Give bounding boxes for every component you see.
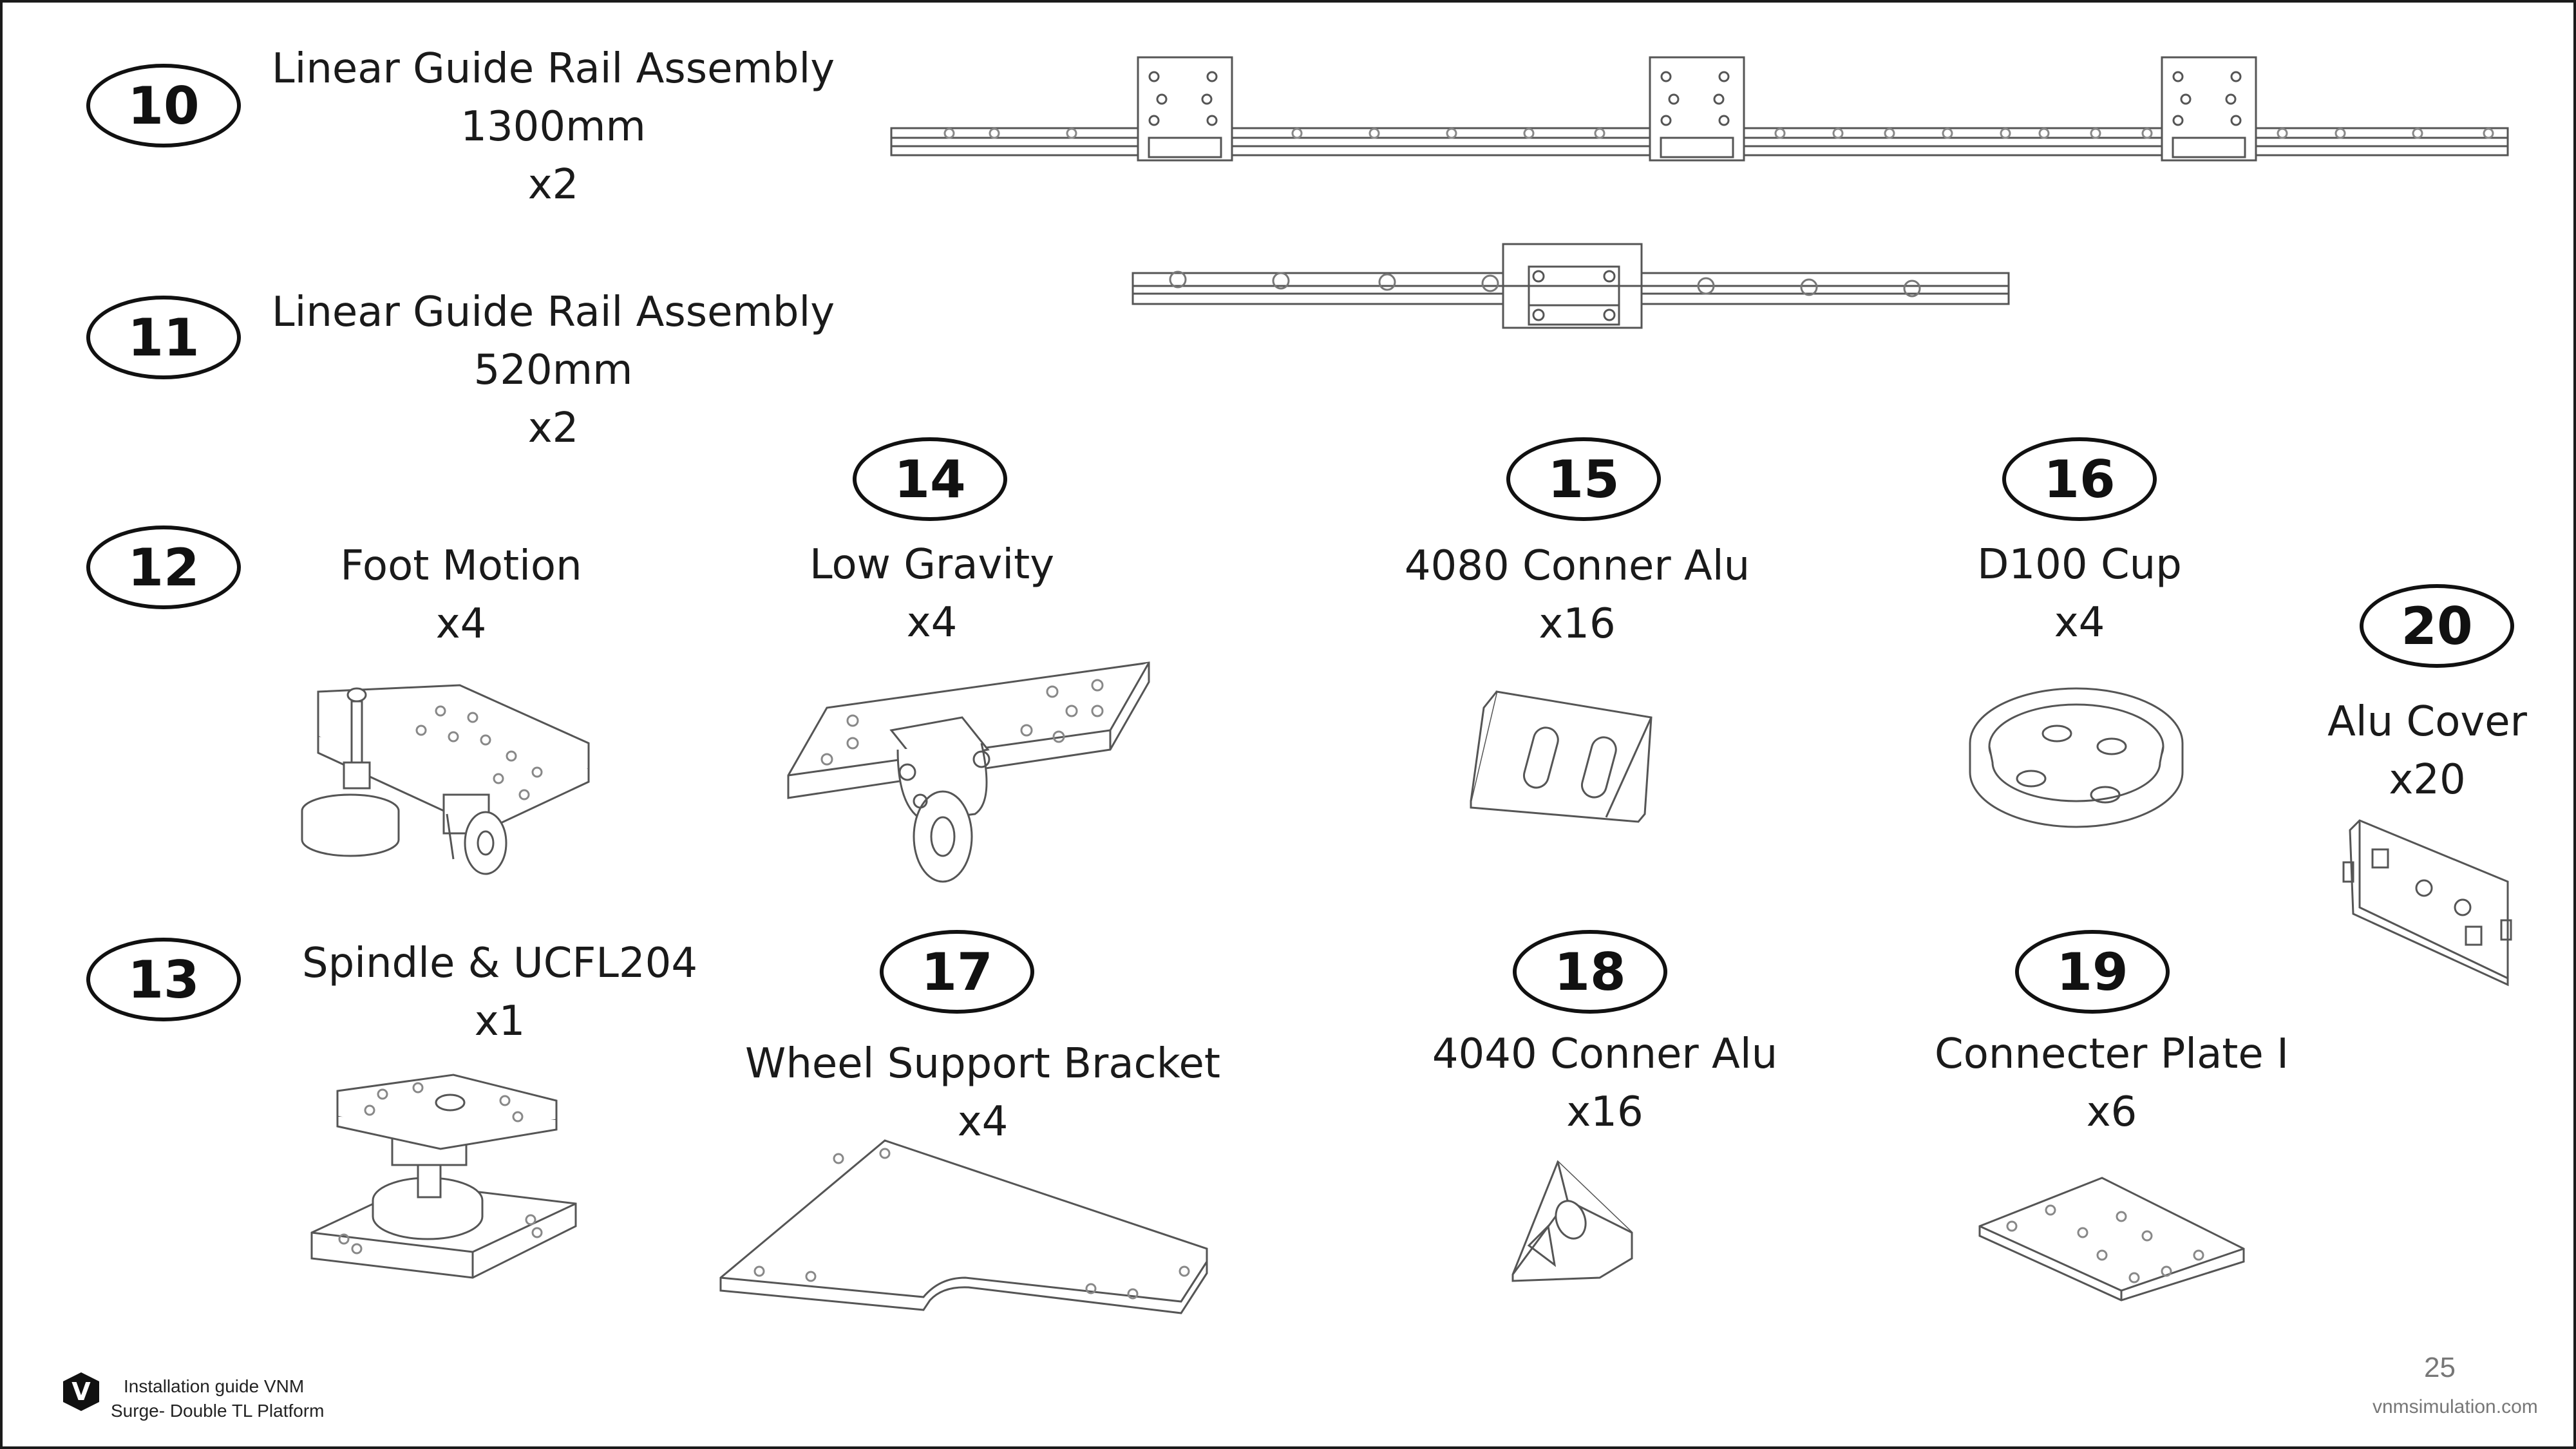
part-14-quantity: x4 [906, 599, 958, 647]
part-17-number: 17 [921, 942, 993, 1002]
part-20-label: Alu Cover x20 [2327, 693, 2527, 809]
part-20-badge: 20 [2360, 584, 2514, 668]
website-url: vnmsimulation.com [2372, 1396, 2538, 1417]
part-10-badge: 10 [86, 64, 241, 147]
linear-rail-520mm-drawing [1132, 243, 2010, 329]
part-17-label: Wheel Support Bracket x4 [745, 1035, 1220, 1151]
part-19-label: Connecter Plate I x6 [1935, 1025, 2289, 1141]
part-17-name: Wheel Support Bracket [745, 1040, 1220, 1088]
part-16-number: 16 [2043, 449, 2116, 509]
part-20-number: 20 [2401, 596, 2473, 656]
linear-rail-1300mm-drawing [890, 56, 2509, 162]
part-13-number: 13 [128, 949, 200, 1010]
part-18-name: 4040 Conner Alu [1432, 1030, 1778, 1078]
part-11-badge: 11 [86, 296, 241, 379]
part-18-number: 18 [1554, 942, 1626, 1002]
part-10-label: Linear Guide Rail Assembly 1300mm x2 [272, 40, 835, 214]
page-number: 25 [2424, 1352, 2456, 1383]
part-15-number: 15 [1548, 449, 1620, 509]
rail-carriage-1 [1137, 56, 1233, 162]
part-20-quantity: x20 [2389, 756, 2466, 804]
corner-alu-4080-drawing [1470, 690, 1653, 823]
part-16-name: D100 Cup [1977, 541, 2182, 589]
part-16-quantity: x4 [2054, 599, 2105, 647]
foot-motion-drawing [301, 684, 590, 875]
rail-carriage-2 [1649, 56, 1745, 162]
part-12-quantity: x4 [435, 600, 487, 648]
part-17-badge: 17 [880, 930, 1034, 1014]
part-15-quantity: x16 [1539, 600, 1616, 648]
part-19-name: Connecter Plate I [1935, 1030, 2289, 1078]
rail-carriage-short [1502, 243, 1643, 329]
part-18-badge: 18 [1513, 930, 1667, 1014]
part-11-quantity: x2 [527, 404, 579, 452]
part-15-badge: 15 [1506, 437, 1661, 521]
part-10-name: Linear Guide Rail Assembly [271, 45, 835, 93]
rail-carriage-3 [2161, 56, 2257, 162]
part-14-number: 14 [894, 449, 966, 509]
part-19-badge: 19 [2015, 930, 2170, 1014]
footer-line-2: Surge- Double TL Platform [111, 1401, 325, 1421]
alu-cover-drawing [2342, 819, 2512, 987]
part-14-badge: 14 [853, 437, 1007, 521]
part-20-name: Alu Cover [2327, 698, 2527, 746]
part-19-quantity: x6 [2086, 1088, 2137, 1136]
low-gravity-drawing [787, 661, 1150, 883]
part-13-badge: 13 [86, 938, 241, 1021]
vnm-logo-icon: V [63, 1372, 99, 1411]
part-19-number: 19 [2056, 942, 2128, 1002]
connecter-plate-drawing [1978, 1177, 2245, 1302]
logo-letter: V [71, 1378, 91, 1406]
part-15-name: 4080 Conner Alu [1404, 542, 1750, 590]
part-11-label: Linear Guide Rail Assembly 520mm x2 [272, 283, 835, 457]
part-11-size: 520mm [473, 346, 633, 394]
part-13-name: Spindle & UCFL204 [301, 940, 698, 987]
part-18-label: 4040 Conner Alu x16 [1432, 1025, 1777, 1141]
part-16-label: D100 Cup x4 [1977, 536, 2182, 652]
part-13-quantity: x1 [474, 998, 526, 1045]
footer-line-1: Installation guide VNM [124, 1376, 305, 1396]
d100-cup-drawing [1969, 687, 2184, 828]
part-12-badge: 12 [86, 526, 241, 609]
wheel-support-bracket-drawing [719, 1139, 1208, 1314]
part-15-label: 4080 Conner Alu x16 [1405, 537, 1750, 653]
part-11-number: 11 [128, 307, 200, 368]
part-14-name: Low Gravity [809, 541, 1055, 589]
part-12-number: 12 [128, 537, 200, 598]
part-17-quantity: x4 [957, 1098, 1009, 1146]
part-10-size: 1300mm [460, 103, 646, 151]
part-14-label: Low Gravity x4 [810, 536, 1054, 652]
part-13-label: Spindle & UCFL204 x1 [302, 934, 697, 1050]
part-16-badge: 16 [2002, 437, 2157, 521]
part-12-label: Foot Motion x4 [340, 537, 582, 653]
part-11-name: Linear Guide Rail Assembly [271, 289, 835, 336]
part-10-quantity: x2 [527, 161, 579, 209]
corner-alu-4040-drawing [1511, 1160, 1633, 1282]
footer-document-title: Installation guide VNM Surge- Double TL … [111, 1374, 325, 1423]
part-18-quantity: x16 [1566, 1088, 1643, 1136]
spindle-ucfl204-drawing [310, 1074, 577, 1279]
part-10-number: 10 [128, 75, 200, 136]
part-12-name: Foot Motion [340, 542, 582, 590]
